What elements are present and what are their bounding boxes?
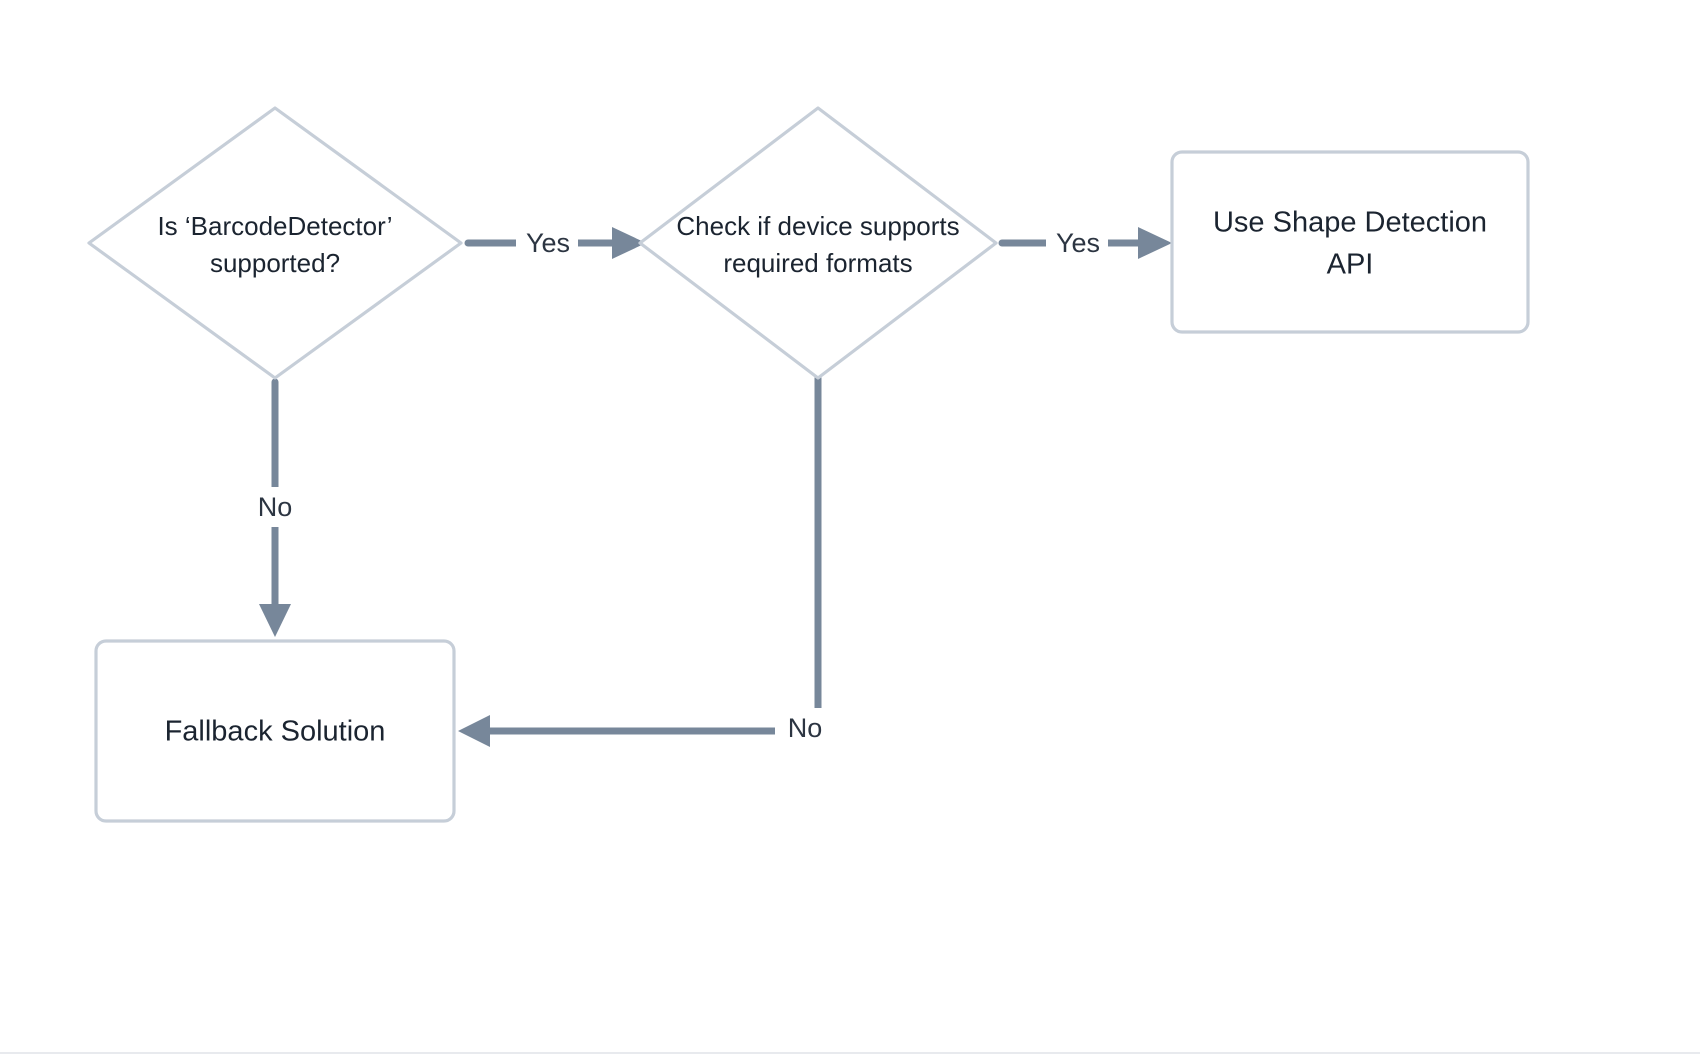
edge-label-bg-format-no: [775, 708, 837, 752]
edge-label-format-yes: Yes: [1056, 228, 1100, 258]
edge-label-bg-barcode-yes: [516, 223, 578, 263]
edge-format-yes-to-shape-api: Yes: [998, 223, 1172, 263]
edge-label-bg-format-yes: [1046, 223, 1108, 263]
node-use-shape-detection-api[interactable]: Use Shape Detection API: [1170, 150, 1530, 334]
edge-barcode-yes-to-format: Yes: [464, 223, 646, 263]
arrowhead-format-yes: [1138, 227, 1172, 259]
node-label-shape-api-line2: API: [1327, 249, 1374, 281]
edge-label-bg-barcode-no: [246, 487, 304, 527]
edge-label-barcode-yes: Yes: [526, 228, 570, 258]
node-label-barcode-line2: supported?: [210, 248, 340, 278]
arrowhead-format-no: [458, 715, 490, 747]
node-shape-rect-shape-api[interactable]: [1170, 150, 1530, 334]
edge-label-format-no: No: [788, 713, 823, 743]
node-label-fallback-line1: Fallback Solution: [165, 716, 386, 748]
node-fallback-solution[interactable]: Fallback Solution: [94, 639, 456, 823]
node-shape-rect-fallback[interactable]: [94, 639, 456, 823]
node-barcode-detector-check[interactable]: Is ‘BarcodeDetector’ supported?: [87, 106, 463, 380]
node-shape-diamond-format[interactable]: [638, 106, 998, 380]
node-label-format-line2: required formats: [723, 248, 912, 278]
arrowhead-barcode-no: [259, 604, 291, 637]
node-format-support-check[interactable]: Check if device supports required format…: [638, 106, 998, 380]
node-label-shape-api-line1: Use Shape Detection: [1213, 207, 1487, 239]
node-shape-diamond-barcode[interactable]: [87, 106, 463, 380]
arrowhead-barcode-yes: [612, 227, 646, 259]
edge-label-barcode-no: No: [258, 492, 293, 522]
edge-line-format-no: [486, 374, 822, 735]
node-label-barcode-line1: Is ‘BarcodeDetector’: [157, 211, 392, 241]
edge-format-no-to-fallback: No: [458, 374, 837, 752]
node-label-format-line1: Check if device supports: [676, 211, 959, 241]
edge-barcode-no-to-fallback: No: [246, 378, 304, 637]
